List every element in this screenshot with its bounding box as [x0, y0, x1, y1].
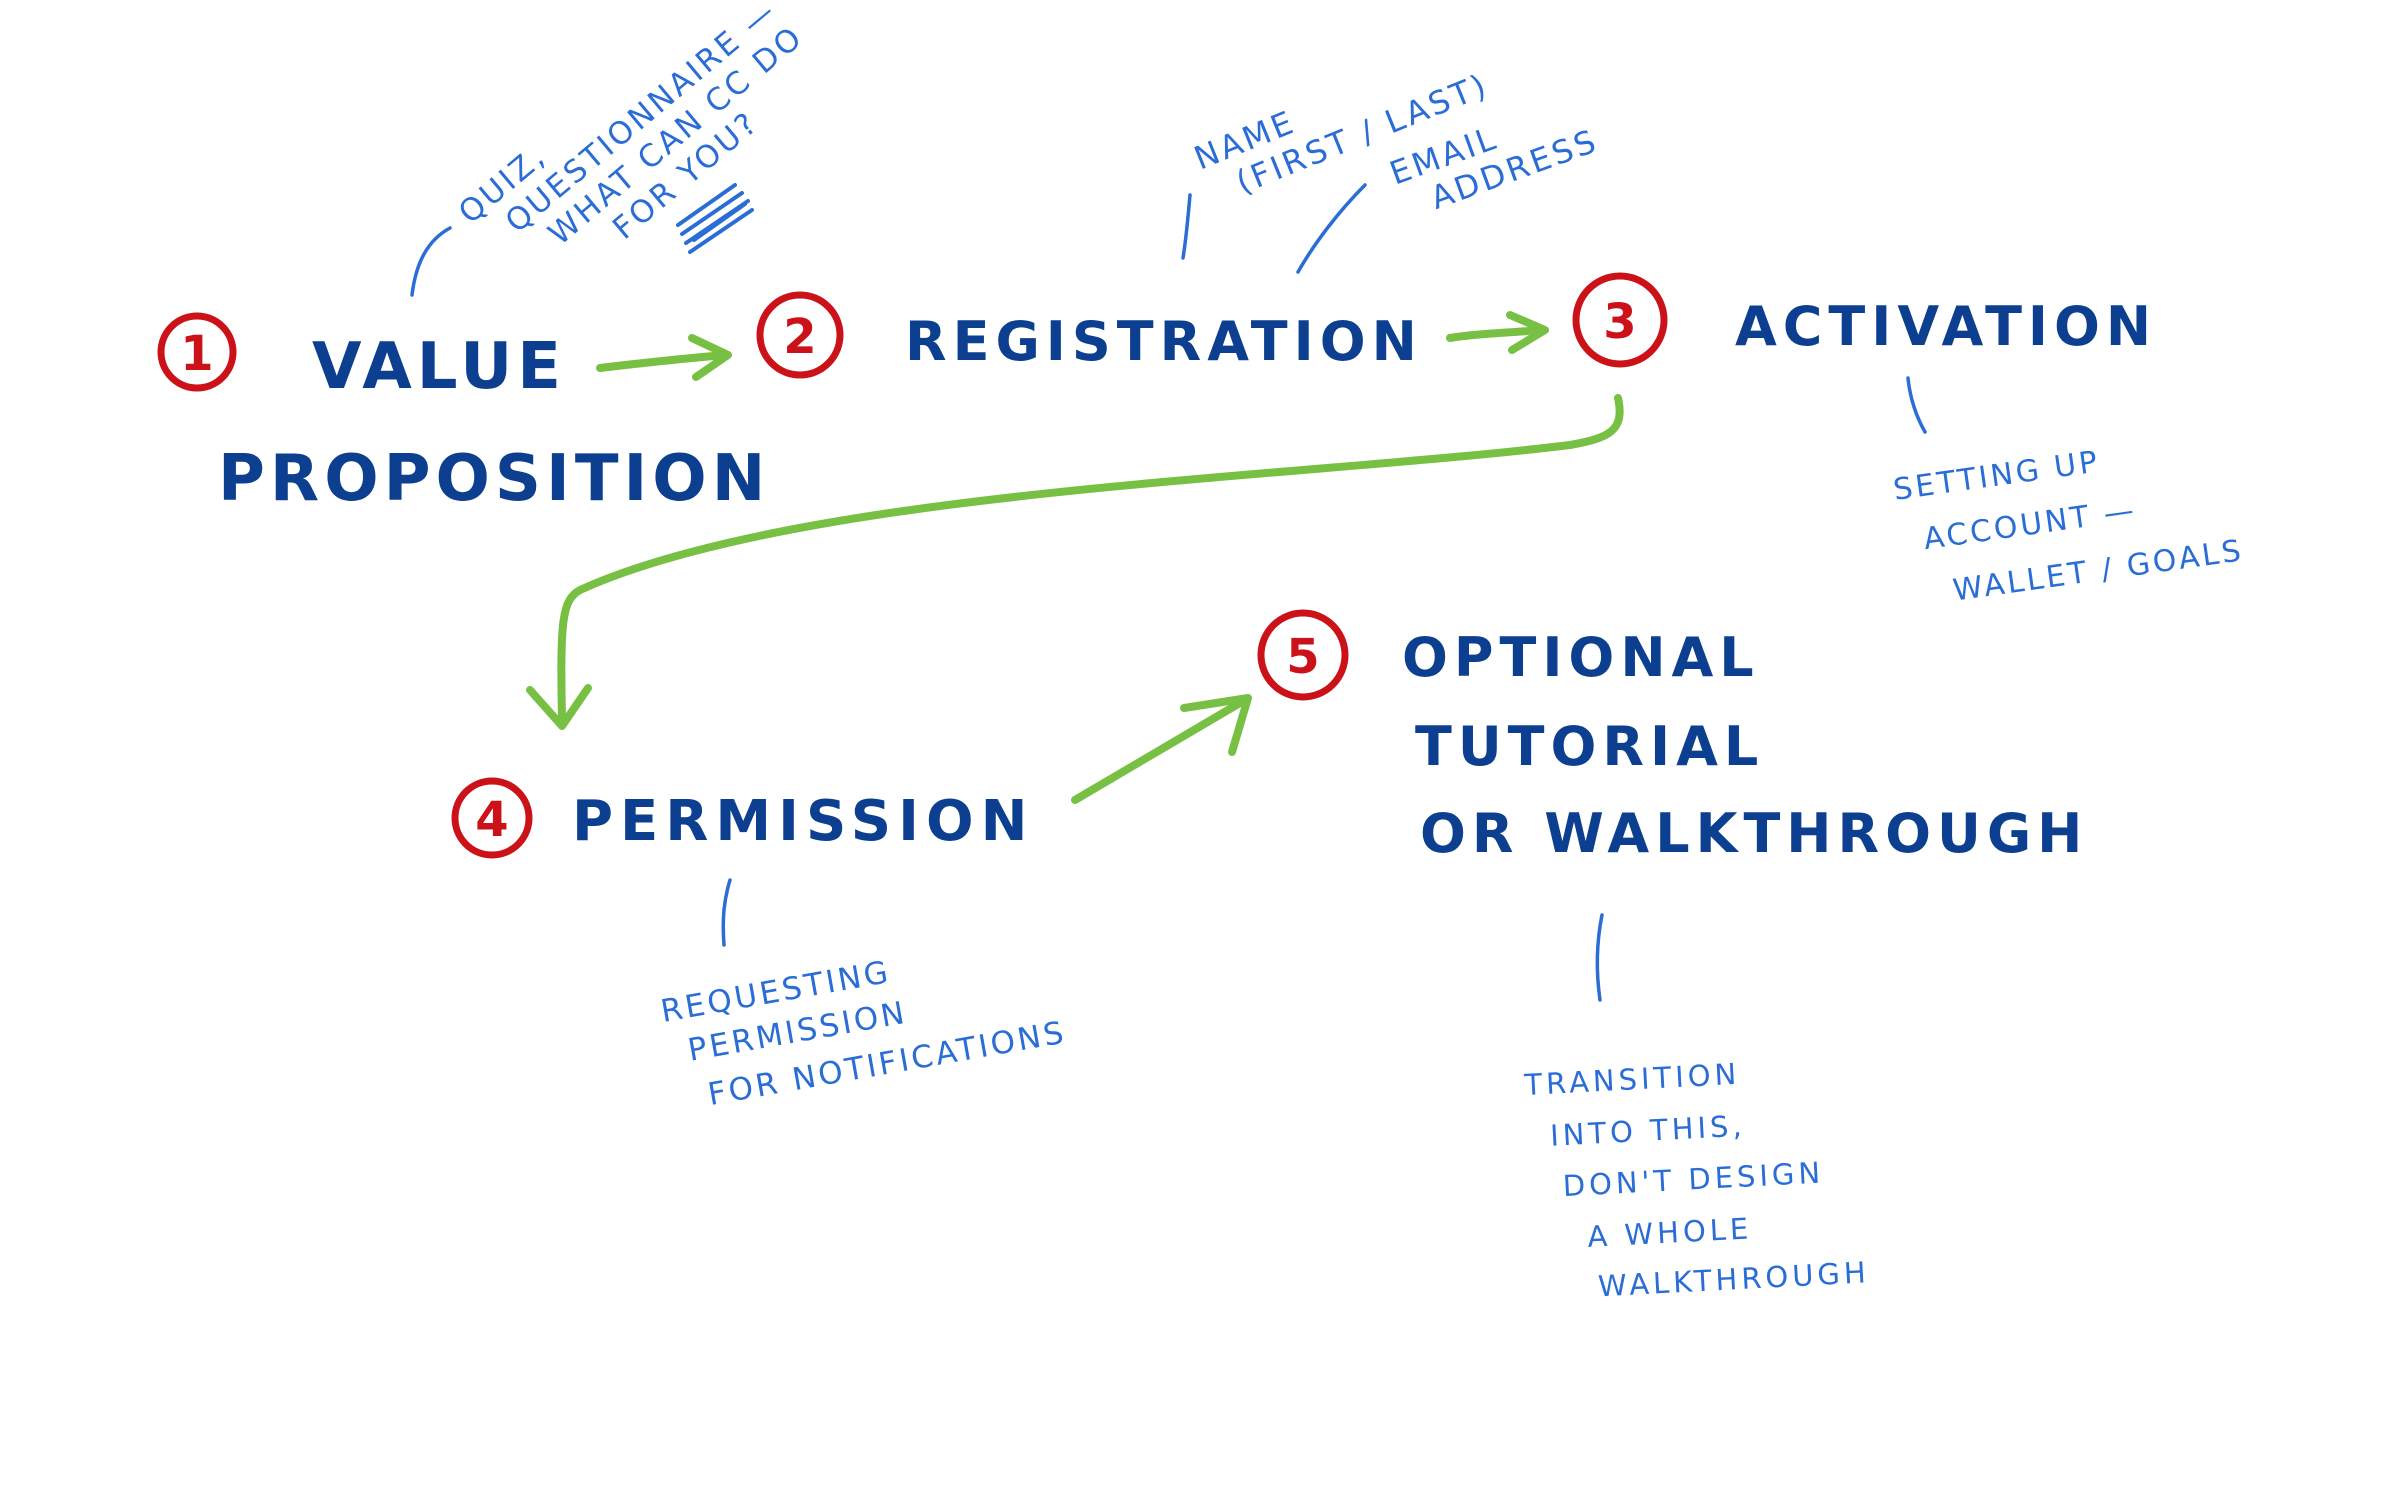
step-5-title-line-2: TUTORIAL: [1415, 715, 1764, 778]
note-tutorial-line-5: WALKTHROUGH: [1597, 1255, 1870, 1303]
note-permission-leader: [721, 878, 732, 947]
note-permission: REQUESTING PERMISSION FOR NOTIFICATIONS: [658, 878, 1069, 1119]
note-name-leader: [1181, 193, 1192, 260]
note-value-proposition: QUIZ, QUESTIONNAIRE — WHAT CAN CC DO FOR…: [410, 0, 844, 316]
note-tutorial-line-4: A WHOLE: [1587, 1211, 1753, 1254]
scribble-mark: [676, 183, 754, 254]
step-3-number: 3: [1603, 294, 1636, 350]
step-5-title-line-1: OPTIONAL: [1402, 626, 1760, 689]
step-1-title: VALUE PROPOSITION: [218, 330, 770, 516]
note-activation-line-1: SETTING UP: [1891, 444, 2102, 508]
step-2: 2 REGISTRATION: [756, 291, 1423, 379]
step-3-number-circle: [1572, 272, 1668, 368]
note-tutorial-line-2: INTO THIS,: [1549, 1109, 1746, 1153]
note-value-line-3: WHAT CAN CC DO: [542, 19, 811, 253]
step-3-title: ACTIVATION: [1735, 295, 2157, 358]
step-4-number: 4: [475, 792, 508, 848]
note-email-leader: [1296, 183, 1367, 274]
step-4-number-circle: [451, 777, 533, 859]
note-tutorial-line-3: DON'T DESIGN: [1562, 1155, 1825, 1203]
note-activation-leader: [1906, 376, 1927, 434]
note-activation-text: SETTING UP ACCOUNT — WALLET / GOALS: [1891, 426, 2246, 615]
step-5-number: 5: [1286, 629, 1319, 685]
step-5-number-circle: [1257, 609, 1349, 701]
step-5-title: OPTIONAL TUTORIAL OR WALKTHROUGH: [1402, 626, 2088, 865]
flow-arrow-2-to-3: [1446, 311, 1549, 354]
step-1: 1 VALUE PROPOSITION: [157, 312, 770, 516]
step-1-title-line-1: VALUE: [312, 330, 566, 404]
step-1-title-line-2: PROPOSITION: [218, 442, 770, 516]
note-value-leader: [410, 226, 452, 297]
note-value-text: QUIZ, QUESTIONNAIRE — WHAT CAN CC DO FOR…: [452, 0, 844, 316]
step-3: 3 ACTIVATION: [1572, 272, 2157, 368]
step-2-number-circle: [756, 291, 844, 379]
note-tutorial-line-1: TRANSITION: [1523, 1057, 1741, 1102]
step-4-title: PERMISSION: [572, 789, 1034, 854]
note-tutorial-leader: [1595, 913, 1604, 1002]
step-5: 5 OPTIONAL TUTORIAL OR WALKTHROUGH: [1257, 609, 2088, 865]
step-2-title: REGISTRATION: [905, 310, 1423, 373]
step-1-number-circle: [157, 312, 237, 392]
flow-arrow-4-to-5: [1071, 694, 1252, 804]
note-activation: SETTING UP ACCOUNT — WALLET / GOALS: [1891, 376, 2246, 615]
note-tutorial-text: TRANSITION INTO THIS, DON'T DESIGN A WHO…: [1523, 1051, 1871, 1307]
step-2-number: 2: [783, 309, 816, 365]
flow-arrow-1-to-2: [596, 334, 732, 381]
step-4: 4 PERMISSION: [451, 777, 1034, 859]
note-activation-line-2: ACCOUNT —: [1921, 493, 2139, 558]
note-tutorial: TRANSITION INTO THIS, DON'T DESIGN A WHO…: [1523, 913, 1871, 1307]
flow-arrow-3-to-4: [526, 394, 1624, 730]
note-permission-text: REQUESTING PERMISSION FOR NOTIFICATIONS: [658, 926, 1069, 1119]
step-5-title-line-3: OR WALKTHROUGH: [1420, 802, 2088, 865]
step-1-number: 1: [180, 326, 213, 382]
